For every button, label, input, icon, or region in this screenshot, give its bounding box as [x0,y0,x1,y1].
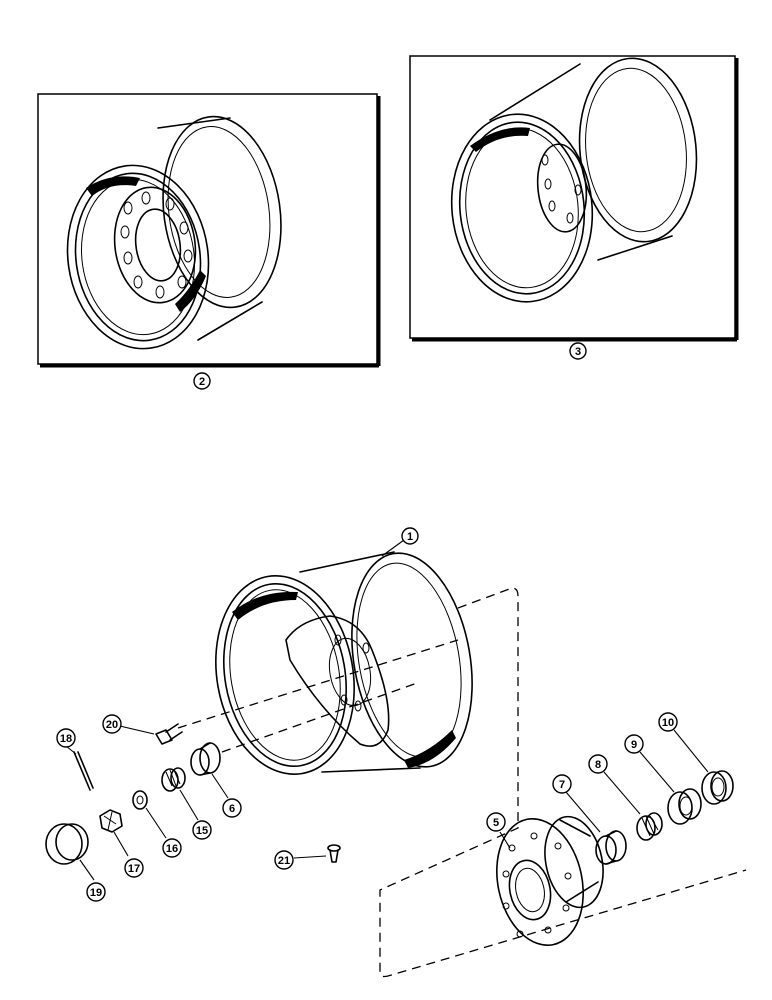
callout-18: 18 [56,728,77,755]
callout-6: 6 [211,773,242,818]
callout-label-16: 16 [166,843,178,855]
callout-15: 15 [179,789,212,840]
callout-label-10: 10 [662,717,674,729]
callout-label-15: 15 [196,825,208,837]
callout-label-7: 7 [559,779,565,791]
cotter-pin-18 [73,751,94,791]
bearing-cone-8 [636,812,663,841]
assembly-dashed-outline [379,587,747,978]
callout-10: 10 [658,712,709,773]
hub-cap-19 [45,823,89,865]
wheel-rim-3 [450,57,698,303]
axis-dashed-line-lower [221,681,421,753]
valve-stem-21 [327,844,341,863]
callout-21: 21 [274,850,327,870]
callout-label-18: 18 [60,733,72,745]
castle-nut-17 [99,809,123,833]
callout-20: 20 [102,714,155,735]
callout-7: 7 [552,774,601,833]
washer-16 [132,790,148,810]
callout-label-20: 20 [106,719,118,731]
wheel-hub-5 [496,815,604,947]
callout-3: 3 [569,342,587,360]
callout-5: 5 [486,812,511,849]
callout-2: 2 [193,372,211,390]
seal-10 [701,770,734,805]
callout-label-5: 5 [493,817,499,829]
callout-label-3: 3 [575,346,581,358]
axis-dashed-line-upper [177,639,459,729]
callout-label-8: 8 [595,759,601,771]
bearing-cup-6 [190,742,221,776]
wheel-bolt-20 [155,723,183,745]
callout-label-19: 19 [90,887,102,899]
callout-label-9: 9 [631,739,637,751]
wheel-rim-2 [66,115,282,350]
inset-frame-3 [409,55,739,342]
callout-label-6: 6 [229,803,235,815]
callout-9: 9 [624,734,675,793]
bearing-cup-7 [595,830,627,865]
callout-label-17: 17 [128,863,140,875]
seal-9 [667,788,702,825]
callout-label-21: 21 [278,855,290,867]
bearing-cone-15 [161,767,186,792]
callout-16: 16 [145,807,182,858]
callout-1: 1 [381,527,419,557]
callout-label-1: 1 [407,531,413,543]
wheel-rim-1 [215,551,473,775]
callout-8: 8 [588,754,641,815]
callout-label-2: 2 [199,376,205,388]
callout-19: 19 [79,859,106,902]
callout-17: 17 [113,831,144,878]
inset-frame-2 [37,93,381,368]
